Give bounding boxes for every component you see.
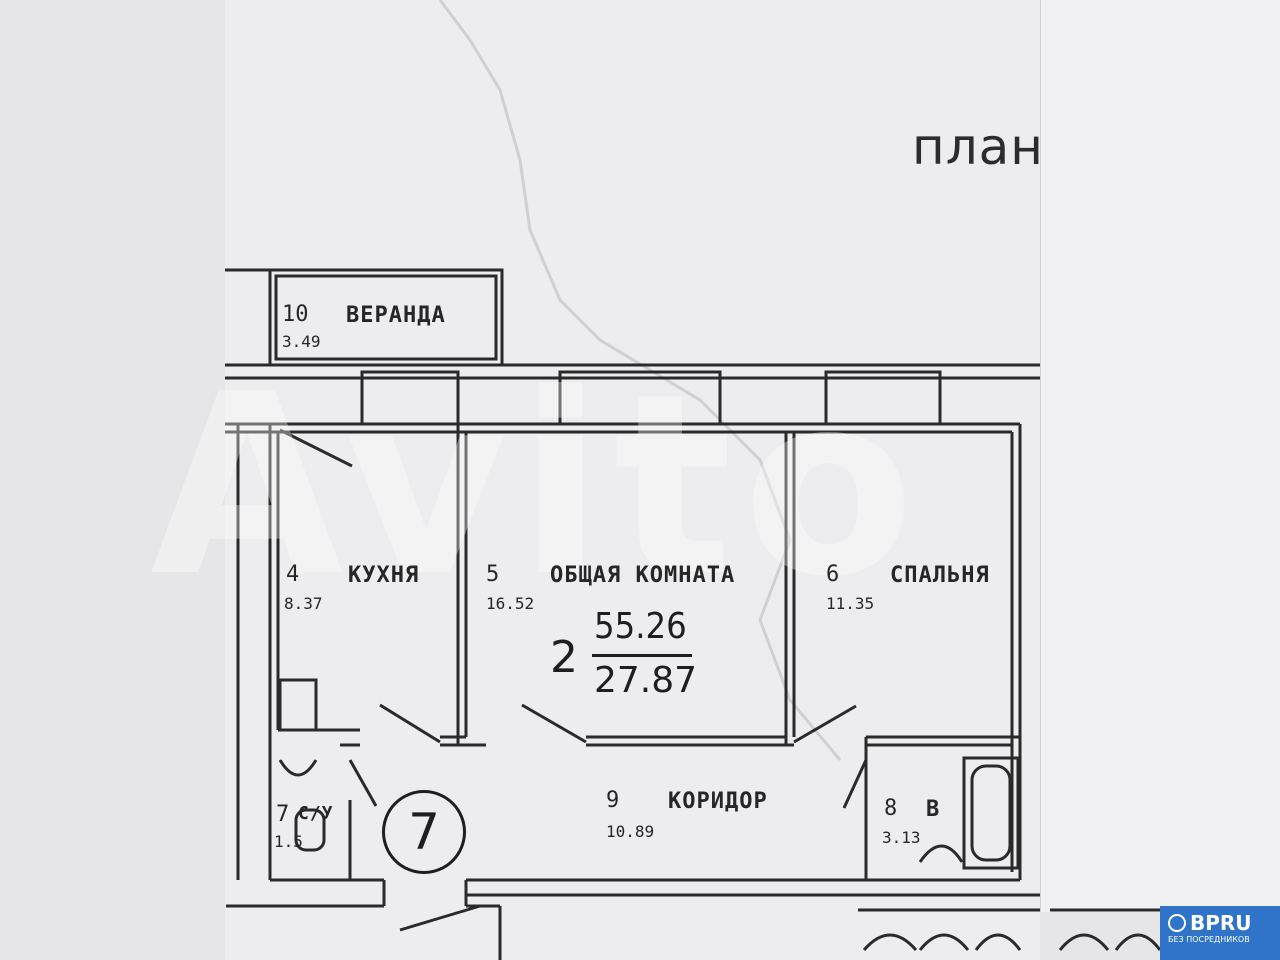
room-6-name: СПАЛЬНЯ [890,563,990,588]
room-10-number: 10 [282,302,309,327]
room-10-name: ВЕРАНДА [346,303,446,328]
fraction-line [592,654,692,657]
paper-tear [438,0,842,761]
avito-watermark: Avito [150,340,925,631]
logo-name: BPRU [1190,911,1252,935]
unit-number: 7 [408,803,440,861]
room-8-number: 8 [884,796,898,821]
plan-title: план [912,118,1044,176]
apartment-living-area: 27.87 [594,660,698,701]
room-7-area: 1.5 [274,832,303,851]
room-7-number: 7 [276,802,290,827]
right-paper-sheet [1040,0,1280,912]
unit-number-circle [382,790,466,874]
room-8-area: 3.13 [882,828,921,847]
room-9-number: 9 [606,788,620,813]
people-icon [1168,914,1186,932]
room-6-number: 6 [826,562,840,587]
apartment-room-count: 2 [550,632,578,683]
room-6-area: 11.35 [826,594,875,613]
room-9-area: 10.89 [606,822,655,841]
bpru-logo: BPRU БЕЗ ПОСРЕДНИКОВ [1160,906,1280,960]
room-9-name: КОРИДОР [668,789,768,814]
room-4-area: 8.37 [284,594,323,613]
apartment-total-area: 55.26 [594,606,687,647]
plan-walls [225,268,1162,960]
room-7-name: С/У [298,803,334,824]
room-8-name: В [926,797,941,822]
room-5-area: 16.52 [486,594,535,613]
main-paper-sheet [225,0,1040,960]
room-4-number: 4 [286,562,300,587]
room-4-name: КУХНЯ [348,563,420,588]
room-5-name: ОБЩАЯ КОМНАТА [550,563,736,588]
logo-tagline: БЕЗ ПОСРЕДНИКОВ [1168,935,1250,944]
room-10-area: 3.49 [282,332,321,351]
room-5-number: 5 [486,562,500,587]
